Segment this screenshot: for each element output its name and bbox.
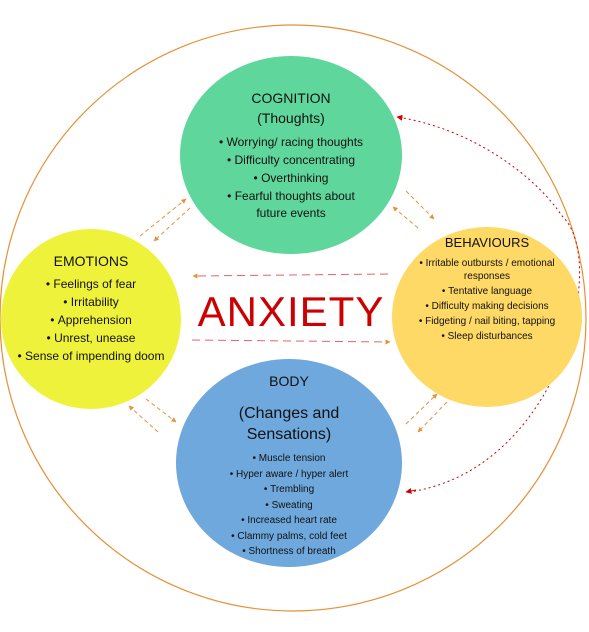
cognition-list: Worrying/ racing thoughts Difficulty con… bbox=[211, 134, 371, 223]
emotions-item: Irritability bbox=[12, 293, 170, 311]
behaviours-item: Difficulty making decisions bbox=[417, 300, 557, 313]
cognition-item: Difficulty concentrating bbox=[211, 152, 371, 169]
body-item: Shortness of breath bbox=[199, 544, 379, 560]
emotions-item: Unrest, unease bbox=[12, 329, 170, 347]
body-title: BODY bbox=[269, 373, 309, 389]
arrow-emotions-to-body bbox=[145, 398, 177, 423]
cognition-item: Worrying/ racing thoughts bbox=[211, 134, 371, 151]
emotions-item: Sense of impending doom bbox=[12, 347, 170, 365]
behaviours-item: Tentative language bbox=[417, 285, 557, 298]
arrow-cognition-to-behaviours bbox=[405, 190, 435, 220]
emotions-list: Feelings of fear Irritability Apprehensi… bbox=[12, 275, 170, 365]
body-item: Trembling bbox=[199, 482, 379, 498]
arrow-body-to-behaviours bbox=[405, 393, 438, 425]
body-subtitle: (Changes and Sensations) bbox=[238, 405, 340, 443]
body-node: BODY (Changes and Sensations) Muscle ten… bbox=[176, 359, 402, 567]
body-item: Muscle tension bbox=[199, 451, 379, 467]
behaviours-item: Irritable outbursts / emotional response… bbox=[417, 257, 557, 283]
emotions-title: EMOTIONS bbox=[53, 253, 129, 269]
arrow-body-to-emotions bbox=[128, 405, 159, 433]
cognition-item: Overthinking bbox=[211, 170, 371, 187]
arrow-behaviours-to-cognition bbox=[392, 206, 419, 229]
body-item: Sweating bbox=[199, 498, 379, 514]
feedback-curve-arrow-bottom bbox=[405, 487, 417, 494]
cognition-title: COGNITION bbox=[251, 90, 331, 106]
arrow-center-right bbox=[191, 339, 391, 345]
arrow-cognition-to-emotions bbox=[153, 207, 191, 242]
body-item: Increased heart rate bbox=[199, 513, 379, 529]
emotions-item: Apprehension bbox=[12, 311, 170, 329]
behaviours-title: BEHAVIOURS bbox=[444, 235, 530, 250]
body-list: Muscle tension Hyper aware / hyper alert… bbox=[199, 451, 379, 560]
body-item: Hyper aware / hyper alert bbox=[199, 467, 379, 483]
emotions-item: Feelings of fear bbox=[12, 275, 170, 293]
arrow-emotions-to-cognition bbox=[139, 198, 187, 237]
behaviours-list: Irritable outbursts / emotional response… bbox=[417, 257, 557, 345]
center-title: ANXIETY bbox=[197, 288, 385, 335]
cognition-subtitle: (Thoughts) bbox=[257, 110, 325, 126]
behaviours-node: BEHAVIOURS Irritable outbursts / emotion… bbox=[392, 227, 582, 407]
outer-circle bbox=[0, 24, 587, 612]
arrow-behaviours-to-body bbox=[417, 401, 448, 433]
cognition-node: COGNITION (Thoughts) Worrying/ racing th… bbox=[180, 56, 402, 254]
emotions-node: EMOTIONS Feelings of fear Irritability A… bbox=[1, 229, 181, 409]
behaviours-item: Sleep disturbances bbox=[417, 330, 557, 343]
arrow-center-left bbox=[192, 273, 389, 279]
body-item: Clammy palms, cold feet bbox=[199, 529, 379, 545]
cognition-item: Fearful thoughts about future events bbox=[211, 188, 371, 222]
feedback-curve bbox=[396, 114, 581, 493]
behaviours-item: Fidgeting / nail biting, tapping bbox=[417, 315, 557, 328]
